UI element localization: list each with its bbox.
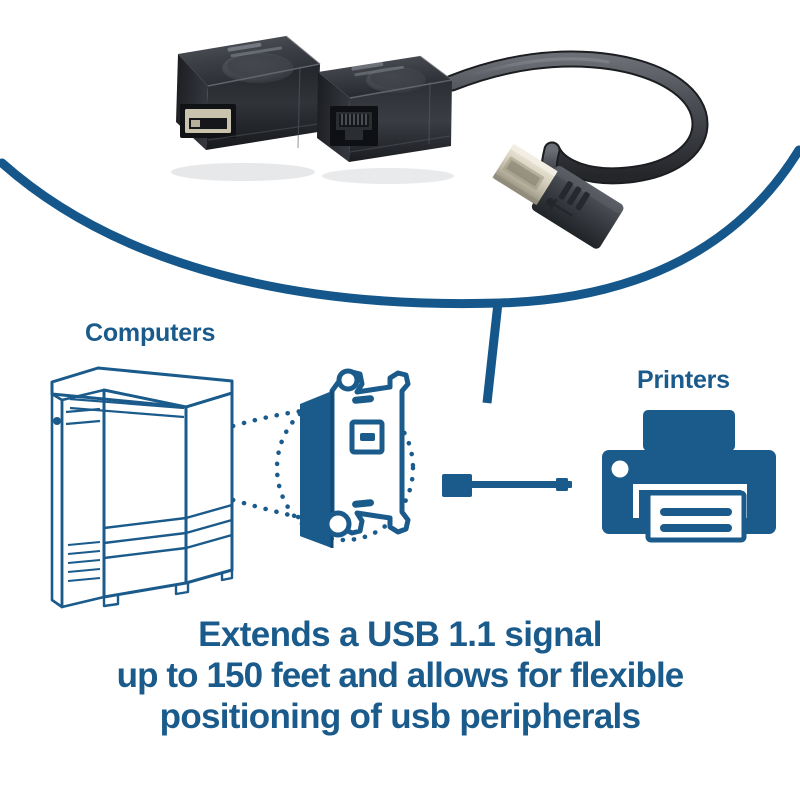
usb-type-a-plug <box>492 143 624 249</box>
rj45-remote-unit <box>317 55 454 184</box>
signal-halo-ellipse <box>274 393 416 543</box>
label-printers: Printers <box>637 366 730 394</box>
headline: Extends a USB 1.1 signal up to 150 feet … <box>0 614 800 737</box>
patch-cable <box>442 474 572 497</box>
usb-local-unit <box>171 35 321 181</box>
computer-tower <box>50 366 234 609</box>
label-computers: Computers <box>85 319 216 347</box>
arc-curve <box>0 145 800 309</box>
arc-drop-stem <box>482 302 503 404</box>
headline-line-3: positioning of usb peripherals <box>159 697 641 736</box>
printer-icon <box>602 410 776 543</box>
headline-line-1: Extends a USB 1.1 signal <box>198 615 602 654</box>
headline-line-2: up to 150 feet and allows for flexible <box>116 656 685 695</box>
wall-plate-faceplate <box>300 368 411 548</box>
